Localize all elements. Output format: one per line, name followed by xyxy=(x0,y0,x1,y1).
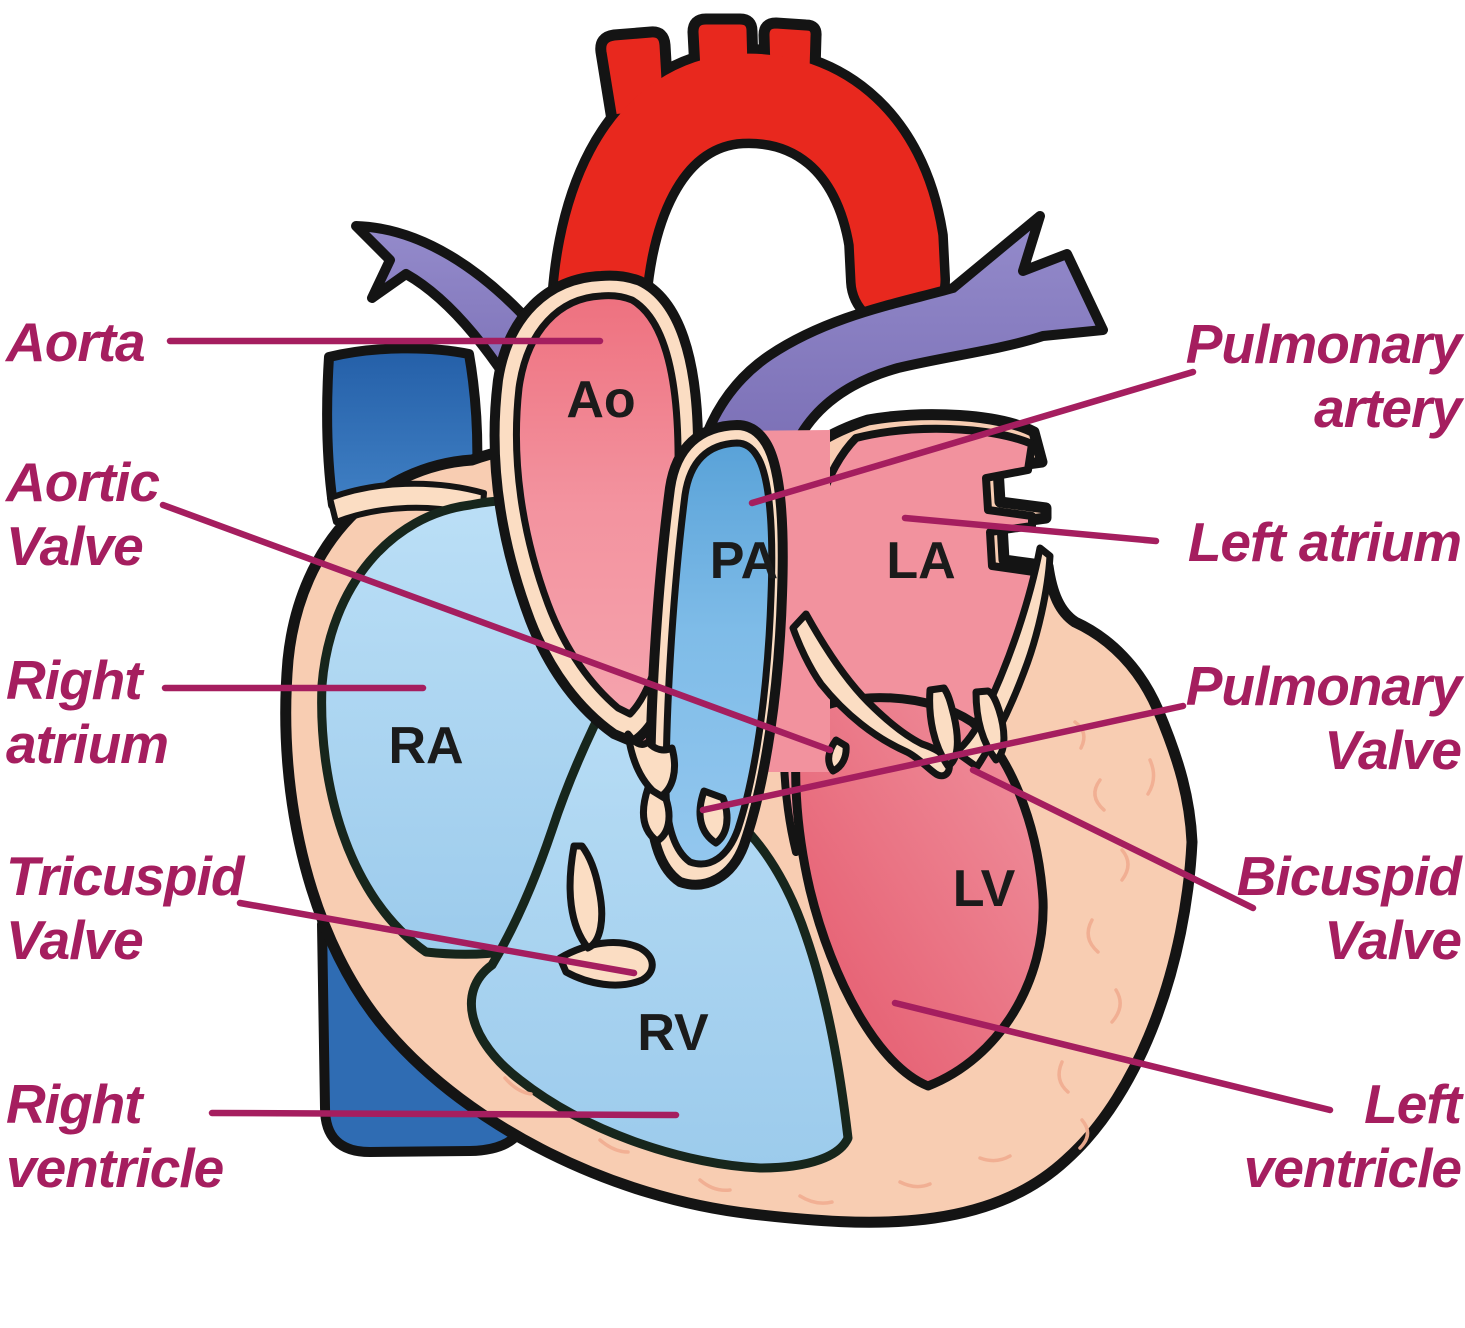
label-line: Bicuspid xyxy=(1236,845,1462,907)
chamber-label-la: LA xyxy=(886,532,955,590)
leader-line-bicuspid-valve xyxy=(969,766,1257,912)
aorta-root-lumen xyxy=(512,292,682,718)
label-line: Left xyxy=(1364,1073,1462,1135)
label-line: Valve xyxy=(1324,719,1462,781)
label-line: Aorta xyxy=(6,311,146,373)
pulmonary-valve-shape xyxy=(696,787,731,847)
aortic-valve-shape xyxy=(624,730,678,801)
label-line: Valve xyxy=(6,909,144,971)
label-line: Left atrium xyxy=(1187,511,1462,573)
label-line: ventricle xyxy=(6,1137,224,1199)
label-line: Right xyxy=(6,1073,143,1135)
label-line: Tricuspid xyxy=(6,845,245,907)
pulmonary-trunk-lumen xyxy=(662,439,776,868)
chamber-label-lv: LV xyxy=(953,860,1016,918)
label-pulmonary-artery: Pulmonary artery xyxy=(1185,312,1462,440)
leader-line-pulmonary-valve xyxy=(699,702,1187,814)
label-bicuspid-valve: Bicuspid Valve xyxy=(1236,844,1462,972)
mitral-chordae-shape xyxy=(825,736,850,775)
label-pulmonary-valve: Pulmonary Valve xyxy=(1185,654,1462,782)
septal-band-shape xyxy=(566,842,606,952)
label-right-atrium: Right atrium xyxy=(6,648,169,776)
label-line: artery xyxy=(1314,377,1462,439)
leader-line-left-ventricle xyxy=(891,999,1334,1114)
right-ventricle-chamber xyxy=(466,635,853,1173)
leader-line-left-atrium xyxy=(901,514,1160,545)
label-line: Valve xyxy=(6,515,144,577)
aorta-arch xyxy=(545,13,950,397)
leader-line-right-ventricle xyxy=(208,1109,680,1119)
left-ventricle-chamber xyxy=(791,693,1048,1091)
label-aortic-valve: Aortic Valve xyxy=(6,450,160,578)
bicuspid-valve-shape xyxy=(926,684,961,770)
leader-line-aortic-valve xyxy=(159,501,834,754)
label-line: Pulmonary xyxy=(1185,313,1462,375)
chamber-label-pa: PA xyxy=(710,532,778,590)
label-line: Valve xyxy=(1324,909,1462,971)
label-aorta: Aorta xyxy=(6,310,146,374)
chamber-label-ao: Ao xyxy=(566,371,635,429)
label-left-atrium: Left atrium xyxy=(1187,510,1462,574)
bicuspid-valve-shape xyxy=(972,687,1008,764)
aorta-arch-red xyxy=(555,53,941,388)
pulmonary-trunk-vessel xyxy=(645,420,788,890)
pulmonary-valve-shape xyxy=(639,784,673,845)
wall-texture xyxy=(503,720,1156,1205)
label-left-ventricle: Left ventricle xyxy=(1243,1072,1462,1200)
label-right-ventricle: Right ventricle xyxy=(6,1072,224,1200)
chamber-label-ra: RA xyxy=(388,717,463,775)
label-line: ventricle xyxy=(1243,1137,1462,1199)
leader-line-tricuspid-valve xyxy=(236,899,638,977)
valve-structures xyxy=(556,610,1008,989)
label-tricuspid-valve: Tricuspid Valve xyxy=(6,844,245,972)
aorta-root-vessel xyxy=(489,270,704,747)
label-line: Aortic xyxy=(6,451,160,513)
atrioventricular-fold xyxy=(952,544,1054,771)
label-line: atrium xyxy=(6,713,169,775)
chamber-label-rv: RV xyxy=(637,1004,709,1062)
label-line: Right xyxy=(6,649,143,711)
label-line: Pulmonary xyxy=(1185,655,1462,717)
leader-line-pulmonary-artery xyxy=(748,368,1197,507)
